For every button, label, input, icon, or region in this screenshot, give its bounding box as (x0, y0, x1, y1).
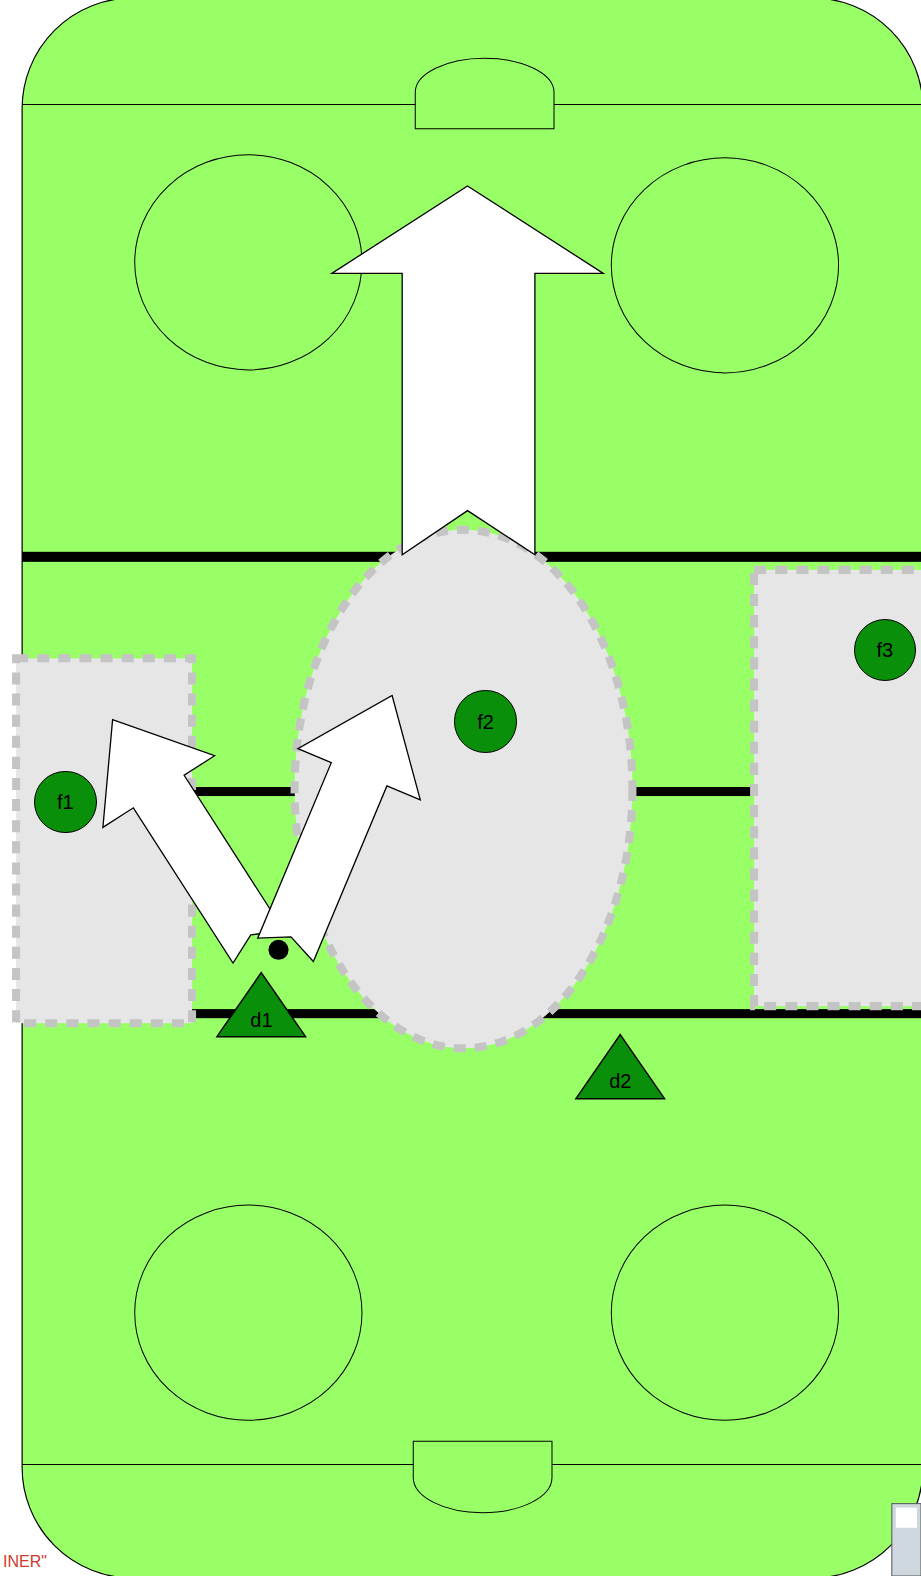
forward-player: f3 (854, 619, 916, 681)
defense-player: d1 (216, 972, 306, 1037)
pass-arrow (103, 720, 284, 963)
pass-arrow (258, 696, 421, 962)
thumbnail-image (896, 1508, 917, 1528)
player-label: d1 (250, 1010, 272, 1030)
faceoff-circle (135, 1205, 362, 1420)
faceoff-circle (611, 158, 838, 373)
goal-crease (415, 58, 554, 128)
faceoff-circle (611, 1205, 838, 1420)
forward-player: f2 (454, 690, 516, 752)
breakout-arrow (332, 186, 603, 555)
watermark-text: INER" (3, 1553, 47, 1571)
player-triangle (576, 1034, 665, 1098)
player-label: f2 (477, 712, 494, 732)
faceoff-circle (135, 155, 362, 370)
thumbnail-image (892, 1504, 921, 1576)
goal-crease (413, 1441, 552, 1512)
zone-region (754, 570, 921, 1006)
forward-player: f1 (34, 771, 96, 833)
player-label: f3 (876, 640, 893, 660)
player-label: f1 (57, 792, 74, 812)
defense-player: d2 (575, 1034, 665, 1099)
player-triangle (217, 973, 306, 1037)
player-label: d2 (609, 1071, 631, 1091)
puck (268, 940, 288, 960)
